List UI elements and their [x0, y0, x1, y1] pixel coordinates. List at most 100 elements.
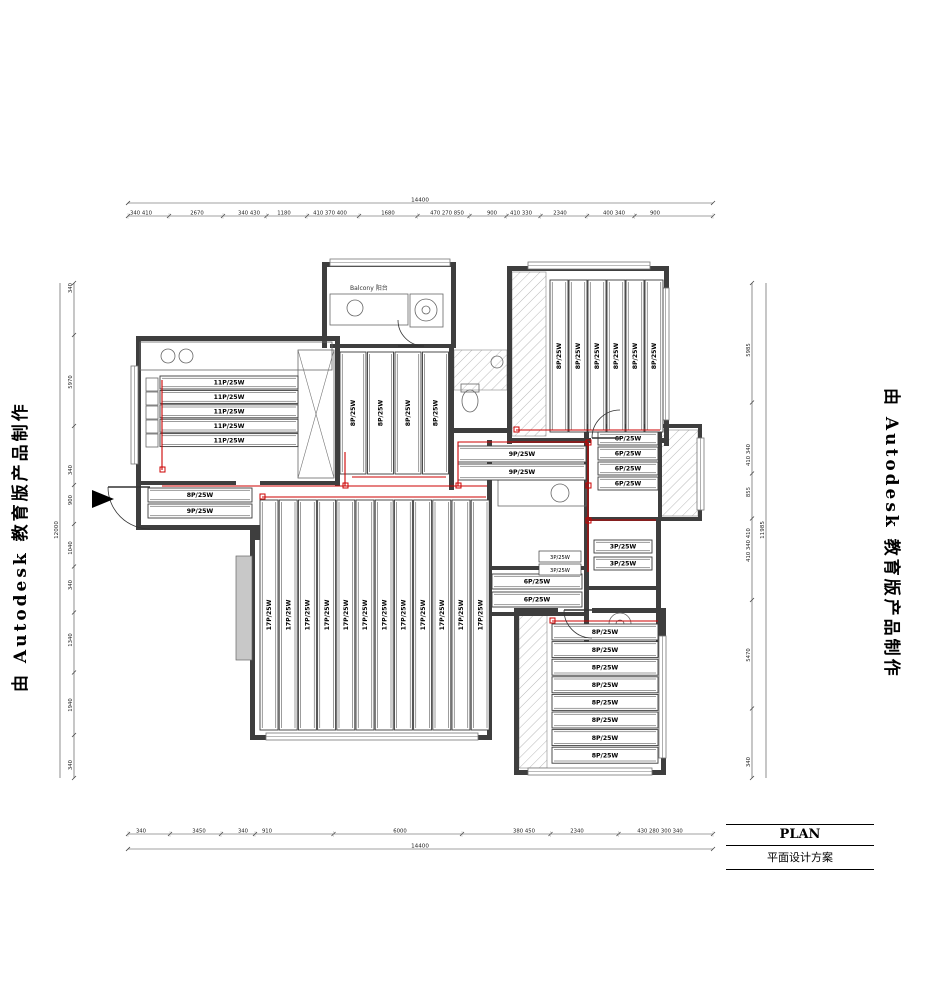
svg-text:340: 340 [136, 828, 147, 834]
svg-text:400 340: 400 340 [603, 210, 626, 216]
svg-text:11P/25W: 11P/25W [214, 423, 245, 430]
svg-text:5970: 5970 [68, 375, 74, 389]
heating-panel-group: 8P/25W [147, 487, 253, 503]
svg-text:17P/25W: 17P/25W [439, 599, 446, 630]
svg-text:Balcony 阳台: Balcony 阳台 [350, 284, 388, 292]
svg-text:3P/25W: 3P/25W [550, 568, 570, 574]
svg-text:8P/25W: 8P/25W [592, 717, 619, 724]
windows-layer [130, 258, 705, 776]
svg-text:410 340 410: 410 340 410 [746, 528, 752, 562]
svg-text:1040: 1040 [68, 541, 74, 555]
svg-text:17P/25W: 17P/25W [477, 599, 484, 630]
svg-text:8P/25W: 8P/25W [592, 700, 619, 707]
svg-text:1340: 1340 [68, 633, 74, 647]
svg-text:5985: 5985 [746, 343, 752, 356]
svg-text:900: 900 [487, 210, 498, 216]
svg-text:1180: 1180 [277, 210, 291, 216]
svg-text:17P/25W: 17P/25W [343, 599, 350, 630]
svg-text:17P/25W: 17P/25W [324, 599, 331, 630]
svg-text:17P/25W: 17P/25W [381, 599, 388, 630]
svg-text:410 330: 410 330 [510, 210, 533, 216]
svg-text:2340: 2340 [570, 828, 584, 834]
svg-text:1680: 1680 [381, 210, 395, 216]
svg-text:340: 340 [68, 759, 74, 770]
heating-panel-group: 8P/25W 8P/25W 8P/25W 8P/25W 8P/25W 8P/25W 8P/2… [551, 623, 659, 764]
fixtures-layer [139, 293, 632, 661]
svg-text:8P/25W: 8P/25W [592, 752, 619, 759]
svg-text:11P/25W: 11P/25W [214, 394, 245, 401]
svg-text:9P/25W: 9P/25W [509, 451, 536, 458]
labels-layer: Balcony 阳台 [350, 284, 388, 292]
svg-text:340: 340 [68, 464, 74, 475]
svg-text:1940: 1940 [68, 698, 74, 712]
svg-text:17P/25W: 17P/25W [401, 599, 408, 630]
svg-text:8P/25W: 8P/25W [592, 664, 619, 671]
svg-text:8P/25W: 8P/25W [378, 400, 385, 427]
svg-text:8P/25W: 8P/25W [433, 400, 440, 427]
svg-text:6000: 6000 [393, 828, 407, 834]
svg-text:8P/25W: 8P/25W [632, 343, 639, 370]
heating-panel-group: 17P/25W 17P/25W 17P/25W 17P/25W 17P/25W 17P/2… [259, 499, 490, 731]
svg-text:8P/25W: 8P/25W [592, 647, 619, 654]
svg-text:855: 855 [746, 487, 752, 497]
svg-text:340: 340 [68, 282, 74, 293]
svg-text:17P/25W: 17P/25W [285, 599, 292, 630]
title-block: PLAN 平面设计方案 [726, 824, 874, 870]
svg-text:340: 340 [238, 828, 249, 834]
svg-text:17P/25W: 17P/25W [362, 599, 369, 630]
panels-layer: 11P/25W11P/25W11P/25W11P/25W11P/25W8P/25… [147, 279, 664, 764]
heating-panel-group: 9P/25W 9P/25W [457, 445, 587, 481]
svg-text:900: 900 [68, 494, 74, 505]
svg-text:340: 340 [746, 756, 752, 767]
svg-text:6P/25W: 6P/25W [615, 436, 642, 443]
svg-text:430 280 300 340: 430 280 300 340 [637, 828, 683, 834]
svg-text:340 430: 340 430 [238, 210, 261, 216]
svg-text:9P/25W: 9P/25W [187, 508, 214, 515]
svg-text:340: 340 [68, 579, 74, 590]
svg-text:8P/25W: 8P/25W [613, 343, 620, 370]
svg-text:8P/25W: 8P/25W [592, 682, 619, 689]
svg-text:3P/25W: 3P/25W [550, 555, 570, 561]
svg-text:410 340: 410 340 [746, 443, 752, 466]
svg-text:8P/25W: 8P/25W [592, 629, 619, 636]
svg-text:3450: 3450 [192, 828, 206, 834]
svg-text:14400: 14400 [411, 197, 429, 203]
svg-text:6P/25W: 6P/25W [524, 579, 551, 586]
svg-text:9P/25W: 9P/25W [509, 469, 536, 476]
svg-text:11985: 11985 [760, 521, 766, 539]
svg-text:8P/25W: 8P/25W [405, 400, 412, 427]
svg-text:17P/25W: 17P/25W [458, 599, 465, 630]
svg-text:11P/25W: 11P/25W [214, 380, 245, 387]
svg-text:17P/25W: 17P/25W [305, 599, 312, 630]
svg-text:3P/25W: 3P/25W [610, 544, 637, 551]
svg-text:380 450: 380 450 [513, 828, 536, 834]
svg-text:12000: 12000 [54, 521, 60, 539]
svg-text:17P/25W: 17P/25W [266, 599, 273, 630]
svg-text:8P/25W: 8P/25W [556, 343, 563, 370]
svg-text:14400: 14400 [411, 843, 429, 849]
plan-subtitle: 平面设计方案 [726, 846, 874, 870]
heating-panel-group: 8P/25W 8P/25W 8P/25W 8P/25W [339, 351, 449, 475]
svg-text:340 410: 340 410 [130, 210, 153, 216]
svg-text:17P/25W: 17P/25W [420, 599, 427, 630]
entry-arrow-icon [92, 490, 114, 508]
svg-text:11P/25W: 11P/25W [214, 409, 245, 416]
svg-text:410 370 400: 410 370 400 [313, 210, 347, 216]
svg-text:2670: 2670 [190, 210, 204, 216]
svg-text:8P/25W: 8P/25W [592, 735, 619, 742]
svg-text:8P/25W: 8P/25W [651, 343, 658, 370]
svg-text:3P/25W: 3P/25W [610, 561, 637, 568]
svg-text:8P/25W: 8P/25W [350, 400, 357, 427]
svg-text:6P/25W: 6P/25W [615, 451, 642, 458]
svg-text:8P/25W: 8P/25W [187, 492, 214, 499]
doors-layer [92, 319, 621, 639]
red-layer [159, 380, 660, 624]
heating-panel-group: 9P/25W [147, 503, 253, 519]
